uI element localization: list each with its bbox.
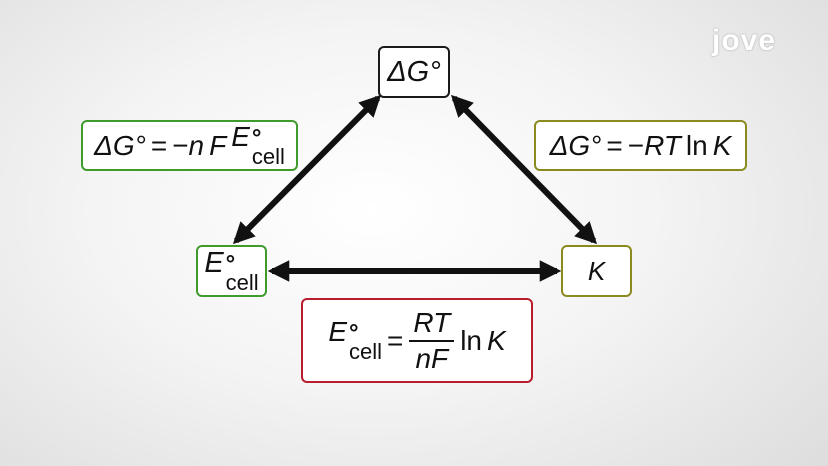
node-delta-g: ΔG° (378, 46, 450, 98)
node-e-cell-degree: ° (225, 250, 236, 278)
eq3-fraction: RT nF (409, 308, 455, 374)
jove-logo: jove (712, 24, 777, 57)
eq3-numerator: RT (409, 308, 455, 342)
eq1-degree: ° (251, 125, 262, 152)
node-e-cell: E ° cell (196, 245, 267, 297)
eq1-subscript: cell (251, 144, 285, 169)
arrow-deltag-k (450, 94, 598, 245)
eq3-ln: ln (460, 324, 482, 356)
eq2-k: K (712, 129, 732, 161)
eq2-equals: = (606, 129, 623, 161)
eq3-equals: = (387, 324, 404, 356)
node-e-cell-subscript: cell (225, 269, 259, 295)
node-k-label: K (587, 256, 606, 286)
eq3-degree: ° (349, 320, 359, 347)
eq1-n: n (188, 129, 205, 161)
eq1-e: E (231, 121, 250, 152)
equation-e-from-k: E ° cell = RT nF ln K (301, 298, 533, 383)
arrow-deltag-ecell (232, 94, 382, 245)
eq3-e: E (328, 316, 347, 347)
eq2-ln: ln (685, 129, 708, 161)
eq2-minus: − (627, 129, 645, 161)
eq1-lhs: ΔG° (94, 129, 146, 161)
eq2-rt: RT (644, 129, 681, 161)
node-delta-g-label: ΔG° (387, 55, 441, 88)
equation-g-from-k: ΔG° = − RT ln K (534, 120, 747, 171)
eq1-f: F (209, 129, 227, 161)
eq3-k: K (487, 324, 506, 356)
equation-g-from-e: ΔG° = − n F E ° cell (81, 120, 298, 171)
eq1-minus: − (172, 129, 189, 161)
eq1-equals: = (150, 129, 168, 161)
eq3-denominator: nF (415, 342, 449, 374)
node-e-cell-letter: E (204, 246, 224, 279)
eq3-subscript: cell (349, 339, 383, 364)
node-k: K (561, 245, 632, 297)
eq2-lhs: ΔG° (549, 129, 602, 161)
